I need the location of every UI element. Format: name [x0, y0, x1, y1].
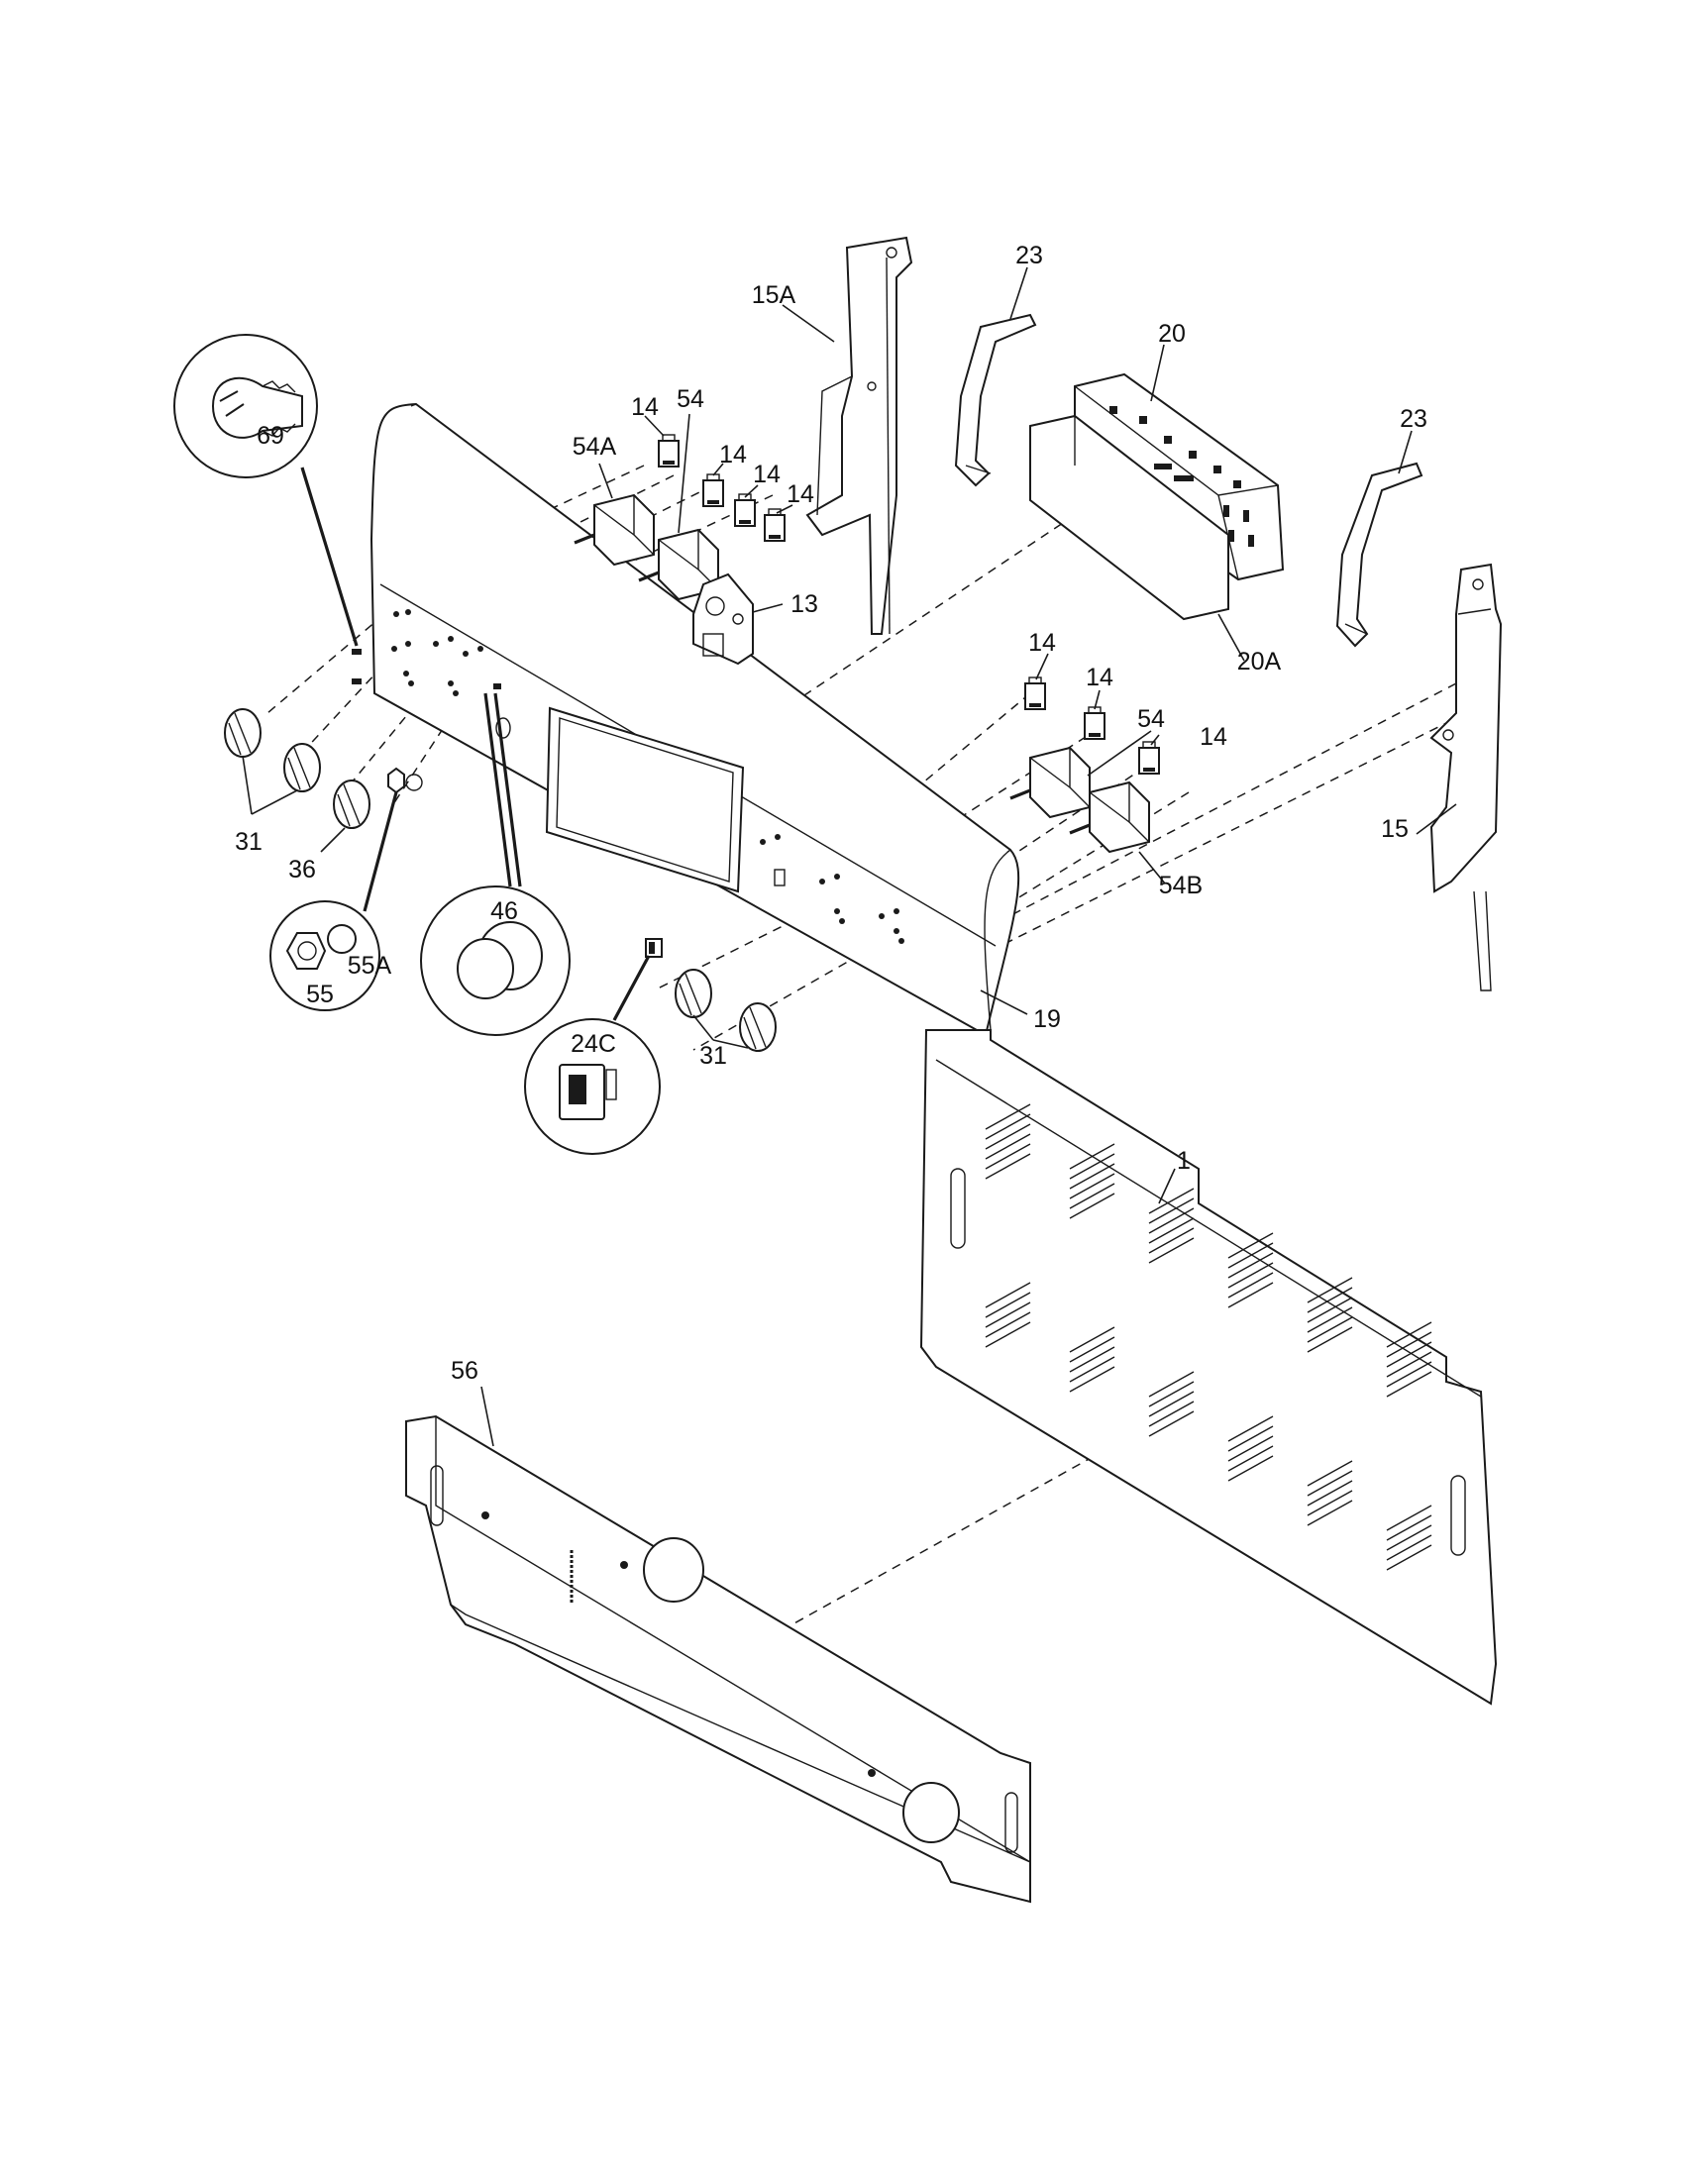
knobs — [224, 708, 777, 1052]
switch-54A — [574, 493, 655, 567]
thermostat-13 — [692, 572, 754, 666]
callout-54: 54 — [677, 385, 704, 413]
callout-23: 23 — [1400, 405, 1427, 433]
zoom-circle-46 — [420, 692, 571, 1036]
callout-15: 15 — [1381, 815, 1409, 843]
screws-69 — [352, 649, 501, 689]
callout-55: 55 — [306, 981, 334, 1008]
switches-14 — [658, 434, 1160, 775]
callout-14: 14 — [719, 441, 747, 468]
callout-14: 14 — [631, 393, 659, 421]
switch-54-lower — [1009, 746, 1091, 819]
callout-20A: 20A — [1237, 648, 1282, 676]
leader-lines — [242, 266, 1457, 1447]
callout-69: 69 — [257, 422, 284, 450]
callout-31: 31 — [235, 828, 263, 856]
callout-15A: 15A — [752, 281, 796, 309]
callout-13: 13 — [790, 590, 818, 618]
callout-54B: 54B — [1159, 872, 1203, 899]
callout-36: 36 — [288, 856, 316, 884]
control-board-20 — [1074, 372, 1285, 581]
callout-54A: 54A — [573, 433, 617, 461]
callout-23: 23 — [1015, 242, 1043, 269]
control-panel-19 — [369, 402, 1020, 1037]
callout-14: 14 — [787, 480, 814, 508]
switch-54B — [1069, 780, 1150, 854]
back-panel-1 — [919, 1029, 1498, 1706]
callout-46: 46 — [490, 897, 518, 925]
callout-55A: 55A — [348, 952, 392, 980]
side-bracket-15 — [1429, 563, 1503, 991]
callout-24C: 24C — [571, 1030, 616, 1058]
callout-14: 14 — [1200, 723, 1227, 751]
callout-54: 54 — [1137, 705, 1165, 733]
zoom-circle-24C — [524, 955, 661, 1155]
side-bracket-15A — [805, 236, 913, 635]
rocker-switch-small — [645, 938, 663, 958]
nut-ring-assembly — [387, 767, 423, 794]
callout-14: 14 — [753, 461, 781, 488]
callout-31: 31 — [699, 1042, 727, 1070]
callout-14: 14 — [1086, 664, 1113, 691]
callout-14: 14 — [1028, 629, 1056, 657]
overlay-20A — [1029, 414, 1229, 621]
clip-23-lower — [1335, 462, 1423, 648]
zoom-circle-69 — [173, 334, 359, 647]
clip-23-upper — [954, 313, 1037, 487]
callout-labels: 1 13 14 14 14 14 14 14 14 15 15A 19 20 2… — [235, 242, 1427, 1385]
callout-1: 1 — [1177, 1147, 1191, 1175]
callout-20: 20 — [1158, 320, 1186, 348]
callout-19: 19 — [1033, 1005, 1061, 1033]
callout-56: 56 — [451, 1357, 478, 1385]
zoom-circle-55 — [269, 791, 398, 1011]
lower-panel-56 — [405, 1414, 1031, 1904]
